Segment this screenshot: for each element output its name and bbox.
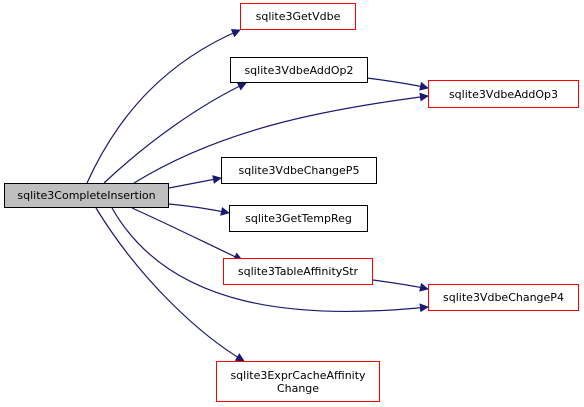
edge-root-to-addop3 bbox=[133, 92, 429, 184]
node-sqlite3TableAffinityStr[interactable]: sqlite3TableAffinityStr bbox=[223, 258, 373, 285]
edge-tableaffinitystr-to-changep4 bbox=[372, 279, 429, 292]
node-sqlite3VdbeChangeP5[interactable]: sqlite3VdbeChangeP5 bbox=[221, 157, 377, 184]
edge-root-to-changep4 bbox=[111, 207, 429, 313]
edge-root-to-changep5 bbox=[168, 175, 222, 189]
node-sqlite3VdbeChangeP4[interactable]: sqlite3VdbeChangeP4 bbox=[428, 284, 579, 311]
edge-root-to-tableaffinitystr bbox=[131, 207, 243, 261]
node-sqlite3CompleteInsertion: sqlite3CompleteInsertion bbox=[4, 183, 169, 208]
edge-root-to-addop2 bbox=[103, 82, 247, 184]
node-sqlite3GetVdbe[interactable]: sqlite3GetVdbe bbox=[240, 3, 356, 30]
node-sqlite3VdbeAddOp3[interactable]: sqlite3VdbeAddOp3 bbox=[428, 80, 579, 108]
node-sqlite3VdbeAddOp2[interactable]: sqlite3VdbeAddOp2 bbox=[230, 57, 368, 83]
node-sqlite3GetTempReg[interactable]: sqlite3GetTempReg bbox=[229, 205, 368, 232]
edge-root-to-gettempreg bbox=[168, 203, 230, 216]
node-sqlite3ExprCacheAffinityChange[interactable]: sqlite3ExprCacheAffinity Change bbox=[216, 361, 380, 402]
edge-root-to-exprcacheaffinity bbox=[95, 207, 245, 362]
edge-root-to-getvdbe bbox=[86, 29, 241, 184]
edge-addop2-to-addop3 bbox=[366, 77, 429, 91]
